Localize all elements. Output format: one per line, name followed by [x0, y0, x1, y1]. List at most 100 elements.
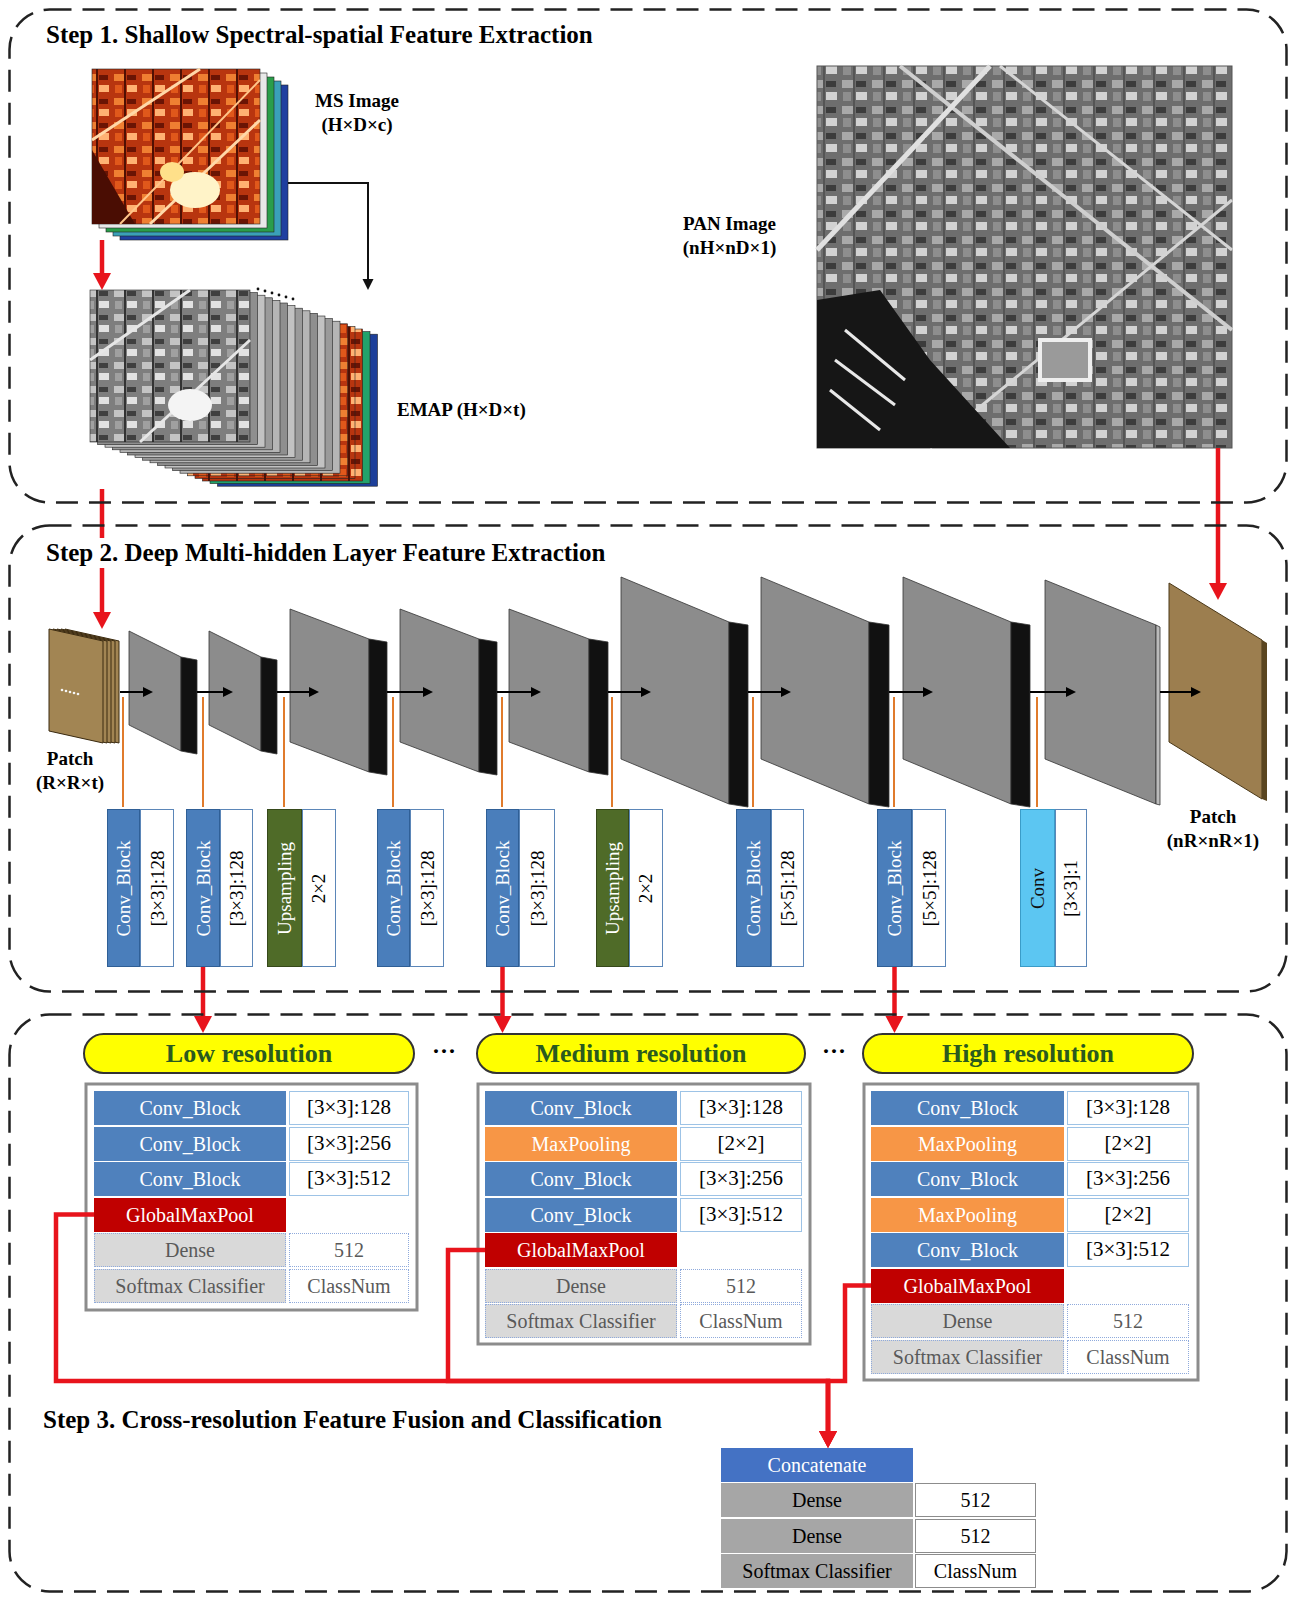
- layer-cell: Conv_Block: [871, 1233, 1064, 1267]
- param-cell: [3×3]:512: [1067, 1233, 1189, 1267]
- leader-lines: [123, 697, 1037, 807]
- cell-text: 512: [961, 1525, 991, 1547]
- layer-type-box: Upsampling: [267, 809, 302, 967]
- cell-text: 512: [726, 1275, 756, 1297]
- image-label: Patch (R×R×t): [20, 747, 120, 795]
- layer-cell: Dense: [721, 1483, 913, 1517]
- layer-label: Conv_Block: [744, 840, 763, 936]
- emap-illustration: [285, 296, 288, 299]
- cell-text: ClassNum: [934, 1560, 1017, 1582]
- layer-cell: Conv_Block: [485, 1162, 677, 1196]
- table-frames: [478, 1084, 810, 1344]
- param-cell: [3×3]:512: [680, 1198, 802, 1232]
- step-heading: Step 2. Deep Multi-hidden Layer Feature …: [41, 538, 610, 568]
- cell-text: [3×3]:512: [307, 1167, 391, 1190]
- connector: [1209, 448, 1227, 600]
- layer-type-box: Conv_Block: [877, 809, 912, 967]
- cell-text: Dense: [165, 1239, 215, 1261]
- param-cell: [3×3]:512: [289, 1162, 409, 1196]
- cell-text: 512: [1113, 1310, 1143, 1332]
- cell-text: 512: [961, 1489, 991, 1511]
- param-cell: [3×3]:128: [1067, 1091, 1189, 1125]
- layer-param-box: [3×3]:128: [140, 809, 174, 967]
- leader-lines: [1036, 697, 1038, 807]
- cell-text: [3×3]:512: [1086, 1238, 1170, 1261]
- cell-text: GlobalMaxPool: [904, 1275, 1032, 1297]
- cell-text: ClassNum: [307, 1275, 390, 1297]
- pan-image-illustration: [817, 290, 1010, 448]
- cell-text: Softmax Classifier: [742, 1560, 891, 1582]
- feature-map-slabs: [869, 622, 889, 807]
- resolution-title: Medium resolution: [535, 1039, 746, 1069]
- cell-text: Softmax Classifier: [506, 1310, 655, 1332]
- layer-label: 2×2: [637, 873, 656, 903]
- feature-map-slabs: [369, 639, 387, 775]
- connector: [194, 967, 212, 1033]
- arrowhead: [494, 1016, 512, 1033]
- arrowhead: [93, 612, 111, 629]
- flow-arrows: [309, 687, 319, 697]
- emap-illustration: [90, 290, 250, 442]
- cell-text: [3×3]:256: [307, 1132, 391, 1155]
- emap-illustration: [257, 288, 295, 301]
- panel-outline: [10, 526, 1287, 992]
- step-heading: Step 1. Shallow Spectral-spatial Feature…: [41, 20, 598, 50]
- pan-image-illustration: [830, 390, 880, 430]
- ms-image-illustration: [92, 69, 200, 140]
- pan-image-illustration: [1000, 66, 1232, 250]
- step-heading: Step 3. Cross-resolution Feature Fusion …: [38, 1405, 667, 1435]
- feature-map-slabs: [400, 609, 479, 772]
- flow-arrows: [748, 691, 782, 693]
- layer-label: Upsampling: [603, 842, 622, 935]
- feature-map-slabs: [761, 577, 869, 804]
- cell-text: ClassNum: [1086, 1346, 1169, 1368]
- ellipsis: ···: [814, 1036, 854, 1066]
- layer-cell: Dense: [721, 1519, 913, 1553]
- layer-label: [3×3]:128: [528, 850, 547, 926]
- arrowhead: [194, 1016, 212, 1033]
- layer-cell: Softmax Classifier: [94, 1269, 286, 1303]
- param-cell: [2×2]: [1067, 1127, 1189, 1161]
- leader-lines: [392, 697, 394, 807]
- pan-image-illustration: [835, 360, 895, 405]
- cell-text: GlobalMaxPool: [517, 1239, 645, 1261]
- flow-arrows: [497, 691, 532, 693]
- cell-text: Concatenate: [768, 1454, 867, 1476]
- layer-label: Conv_Block: [493, 840, 512, 936]
- connector-line: [288, 183, 368, 282]
- emap-illustration: [90, 290, 190, 360]
- param-cell: 512: [915, 1519, 1036, 1553]
- cell-text: MaxPooling: [918, 1204, 1017, 1226]
- cell-text: Conv_Block: [530, 1168, 631, 1190]
- cell-text: Conv_Block: [917, 1239, 1018, 1261]
- input-patch-illustration: [65, 690, 68, 693]
- layer-type-box: Conv_Block: [486, 809, 519, 967]
- connector: [93, 240, 111, 290]
- layer-cell: Softmax Classifier: [721, 1554, 913, 1588]
- image-label: MS Image (H×D×c): [298, 89, 416, 137]
- cell-text: [3×3]:128: [1086, 1096, 1170, 1119]
- leader-lines: [202, 697, 204, 807]
- flow-arrows: [1066, 687, 1076, 697]
- cell-text: Conv_Block: [530, 1097, 631, 1119]
- layer-param-box: [5×5]:128: [912, 809, 946, 967]
- cell-text: Conv_Block: [530, 1204, 631, 1226]
- layer-param-box: 2×2: [629, 809, 663, 967]
- connector-line: [201, 967, 206, 1019]
- arrowhead: [819, 1431, 837, 1448]
- flow-arrows: [120, 687, 1201, 697]
- layer-cell: MaxPooling: [871, 1127, 1064, 1161]
- emap-illustration: [168, 389, 212, 421]
- pan-image: PAN Image (nH×nD×1): [817, 66, 1232, 448]
- param-cell: 512: [1067, 1304, 1189, 1338]
- layer-param-box: [3×3]:128: [410, 809, 444, 967]
- cell-text: [2×2]: [1105, 1132, 1152, 1155]
- layer-param-box: [3×3]:128: [220, 809, 253, 967]
- feature-map-slabs: [1011, 622, 1030, 807]
- ms-image-illustration: [160, 162, 184, 182]
- resolution-title: High resolution: [942, 1039, 1114, 1069]
- layer-param-box: [3×3]:1: [1055, 809, 1087, 967]
- connector-line: [56, 1215, 828, 1435]
- flow-arrows: [1191, 687, 1201, 697]
- connector: [494, 967, 512, 1033]
